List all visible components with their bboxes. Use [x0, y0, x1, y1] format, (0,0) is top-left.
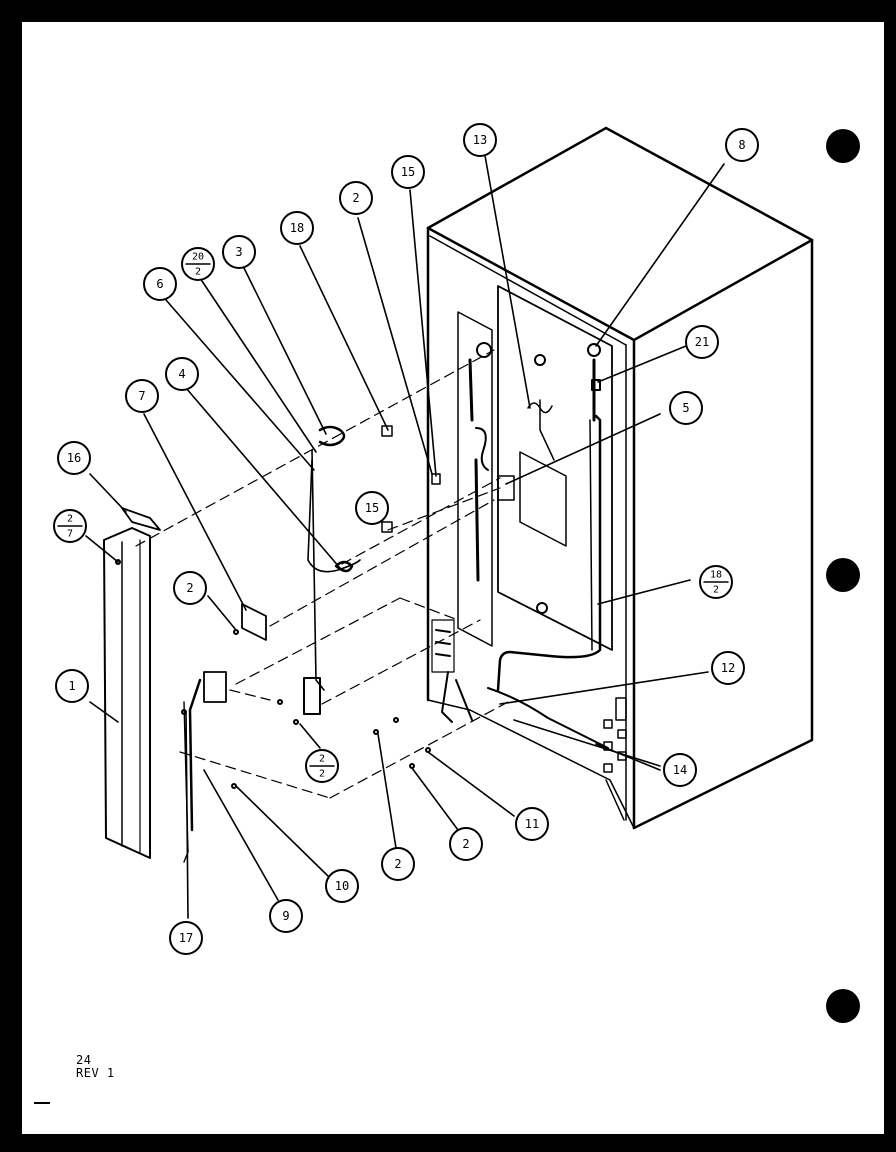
callout-label-14: 14 [673, 763, 687, 777]
callout-label-16: 16 [67, 451, 81, 465]
callout-label-8: 8 [738, 138, 745, 152]
callout-circle-10 [325, 869, 359, 903]
back-panel [497, 285, 613, 651]
leader-lines [85, 149, 725, 919]
fraction-top-2: 2 [67, 514, 73, 525]
fraction-top-2: 2 [319, 754, 325, 765]
callout-circle-9 [269, 899, 303, 933]
callout-label-9: 9 [282, 909, 289, 923]
callout-label-18: 18 [290, 221, 304, 235]
callout-circles [53, 123, 759, 955]
callout-label-2: 2 [394, 857, 401, 871]
fraction-top-20: 20 [192, 252, 204, 263]
callout-circle-21 [685, 325, 719, 359]
page-number: 24 [76, 1053, 92, 1067]
fraction-bottom-2: 2 [713, 585, 719, 596]
revision-label: REV 1 [76, 1066, 115, 1080]
callout-circle-8 [725, 128, 759, 162]
callout-circle-13 [463, 123, 497, 157]
fraction-bottom-2: 2 [319, 769, 325, 780]
callout-label-17: 17 [179, 931, 193, 945]
callout-circle-3 [222, 235, 256, 269]
binder-hole-bottom [826, 989, 860, 1023]
callout-label-11: 11 [525, 817, 539, 831]
callout-label-13: 13 [473, 133, 487, 147]
tubing [441, 343, 609, 749]
callout-circle-2 [381, 847, 415, 881]
callout-circle-16 [57, 441, 91, 475]
callout-circle-6 [143, 267, 177, 301]
callout-labels: 13 15 2 18 3 6 7 4 16 15 2 1 8 21 5 12 1… [67, 133, 746, 945]
binder-hole-top [826, 129, 860, 163]
fraction-bottom-2: 2 [195, 267, 201, 278]
fraction-top-18: 18 [710, 570, 722, 581]
callout-circle-2 [173, 571, 207, 605]
callout-circle-11 [515, 807, 549, 841]
callout-label-10: 10 [335, 879, 349, 893]
callout-label-4: 4 [178, 367, 185, 381]
callout-circle-12 [711, 651, 745, 685]
callout-circle-15 [391, 155, 425, 189]
fraction-bottom-7: 7 [67, 529, 73, 540]
callout-label-21: 21 [695, 335, 709, 349]
callout-circle-17 [169, 921, 203, 955]
fraction-labels: 20 2 2 7 18 2 2 2 [67, 252, 722, 780]
callout-label-7: 7 [138, 389, 145, 403]
callout-label-2: 2 [186, 581, 193, 595]
footer-rule [34, 1102, 50, 1104]
callout-label-1: 1 [68, 679, 75, 693]
callout-circle-5 [669, 391, 703, 425]
callout-circle-2 [449, 827, 483, 861]
compressor-panel [431, 311, 515, 673]
callout-label-6: 6 [156, 277, 163, 291]
callout-circle-2 [339, 181, 373, 215]
rear-vents [603, 697, 627, 821]
callout-circle-4 [165, 357, 199, 391]
fraction-bars [57, 263, 729, 767]
callout-label-12: 12 [721, 661, 735, 675]
callout-circle-1 [55, 669, 89, 703]
callout-circle-7 [125, 379, 159, 413]
diagram-sheet [22, 22, 884, 1134]
callout-circle-15 [355, 491, 389, 525]
callout-label-15: 15 [365, 501, 379, 515]
callout-circle-18 [280, 211, 314, 245]
callout-label-2: 2 [352, 191, 359, 205]
binder-hole-middle [826, 558, 860, 592]
screws [115, 559, 431, 789]
front-panel-part [103, 507, 161, 859]
callout-label-2: 2 [462, 837, 469, 851]
callout-label-3: 3 [235, 245, 242, 259]
cabinet-body [426, 126, 814, 830]
callout-label-15: 15 [401, 165, 415, 179]
callout-circle-14 [663, 753, 697, 787]
callout-label-5: 5 [682, 401, 689, 415]
